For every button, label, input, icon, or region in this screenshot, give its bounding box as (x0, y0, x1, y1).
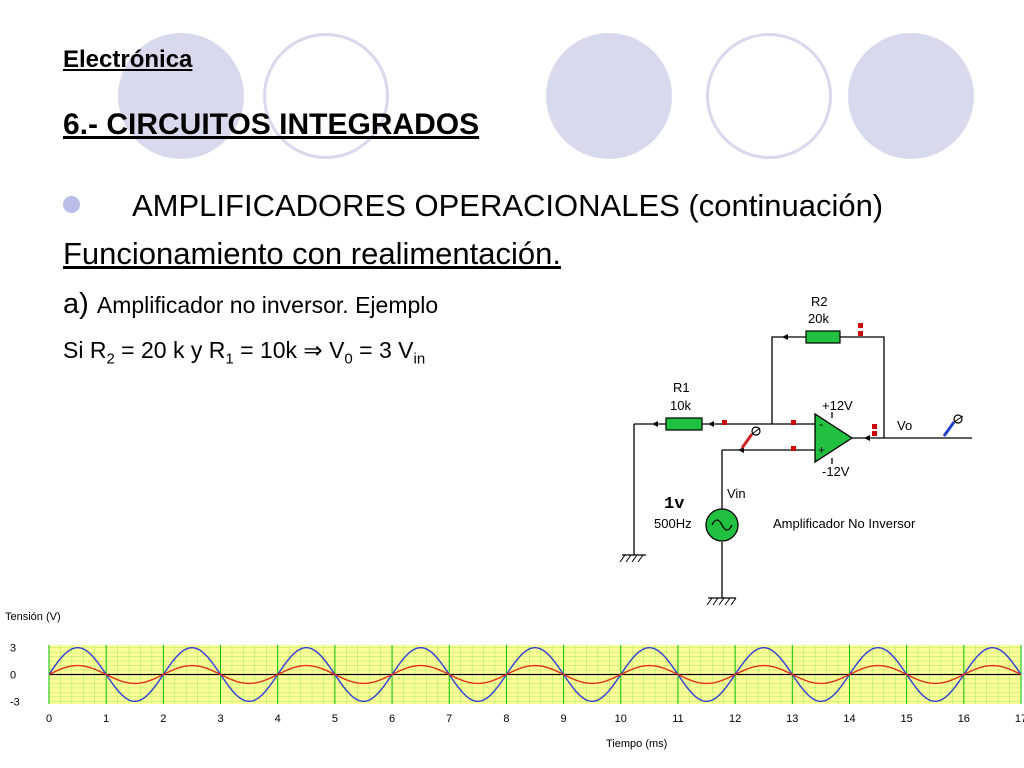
x-tick-label: 14 (843, 713, 855, 725)
decorative-circle (706, 33, 832, 159)
x-tick-label: 5 (332, 713, 338, 725)
vpos-label: +12V (822, 398, 853, 413)
svg-text:+: + (818, 443, 825, 457)
formula-sub: in (413, 350, 426, 368)
section-heading: Funcionamiento con realimentación. (63, 236, 561, 271)
vo-label: Vo (897, 418, 912, 433)
op-amp-triangle (814, 412, 854, 464)
formula-part: = 3 V (352, 337, 414, 363)
subject-label: Electrónica (63, 46, 193, 73)
formula: Si R2 = 20 k y R1 = 10k ⇒ V0 = 3 Vin (63, 337, 425, 368)
x-tick-label: 11 (672, 713, 683, 725)
x-tick-label: 7 (446, 713, 452, 725)
formula-part: Si R (63, 337, 107, 363)
x-tick-label: 0 (46, 713, 52, 725)
chart-ylabel: Tensión (V) (5, 611, 61, 623)
decorative-circle (118, 33, 244, 159)
decorative-circle (848, 33, 974, 159)
y-tick-label: 3 (10, 643, 16, 655)
bullet-text: AMPLIFICADORES OPERACIONALES (continuaci… (132, 188, 884, 223)
y-tick-label: -3 (10, 696, 20, 708)
plot-area (49, 645, 1021, 704)
x-tick-label: 8 (503, 713, 509, 725)
svg-text:-: - (819, 417, 823, 431)
decorative-circle (263, 33, 389, 159)
resistor-r1 (665, 417, 703, 431)
case-prefix: a) (63, 288, 89, 320)
x-tick-label: 1 (103, 713, 109, 725)
x-tick-label: 13 (786, 713, 798, 725)
case-line: a) Amplificador no inversor. Ejemplo (63, 288, 438, 321)
chart-xlabel: Tiempo (ms) (606, 738, 667, 750)
vneg-label: -12V (822, 464, 850, 479)
source-frequency: 500Hz (654, 516, 692, 531)
source-amplitude: 1v (664, 495, 684, 514)
r1-value: 10k (670, 398, 691, 413)
decorative-circle (546, 33, 672, 159)
formula-part: = 10k ⇒ V (233, 337, 345, 363)
r2-name: R2 (811, 294, 828, 309)
formula-sub: 1 (225, 350, 234, 368)
x-tick-label: 16 (958, 713, 970, 725)
series-line (48, 664, 1022, 685)
slide-title: 6.- CIRCUITOS INTEGRADOS (63, 108, 480, 141)
y-tick-label: 0 (10, 670, 16, 682)
x-tick-label: 15 (901, 713, 913, 725)
x-tick-label: 9 (561, 713, 567, 725)
x-tick-label: 6 (389, 713, 395, 725)
x-tick-label: 10 (615, 713, 627, 725)
circuit-caption: Amplificador No Inversor (773, 516, 916, 531)
vin-label: Vin (727, 486, 746, 501)
r1-name: R1 (673, 380, 690, 395)
series-line (48, 646, 1022, 703)
bullet-icon (63, 196, 80, 213)
resistor-r2 (805, 330, 841, 344)
x-tick-label: 17 (1015, 713, 1024, 725)
x-tick-label: 2 (160, 713, 166, 725)
formula-part: = 20 k y R (114, 337, 226, 363)
x-tick-label: 12 (729, 713, 741, 725)
x-tick-label: 3 (217, 713, 223, 725)
x-tick-label: 4 (275, 713, 281, 725)
formula-sub: 0 (344, 350, 353, 368)
r2-value: 20k (808, 311, 829, 326)
probe-icon (740, 426, 761, 449)
probe-icon (942, 414, 964, 437)
formula-sub: 2 (106, 350, 115, 368)
case-text: Amplificador no inversor. Ejemplo (96, 292, 439, 318)
ac-source (705, 508, 739, 542)
